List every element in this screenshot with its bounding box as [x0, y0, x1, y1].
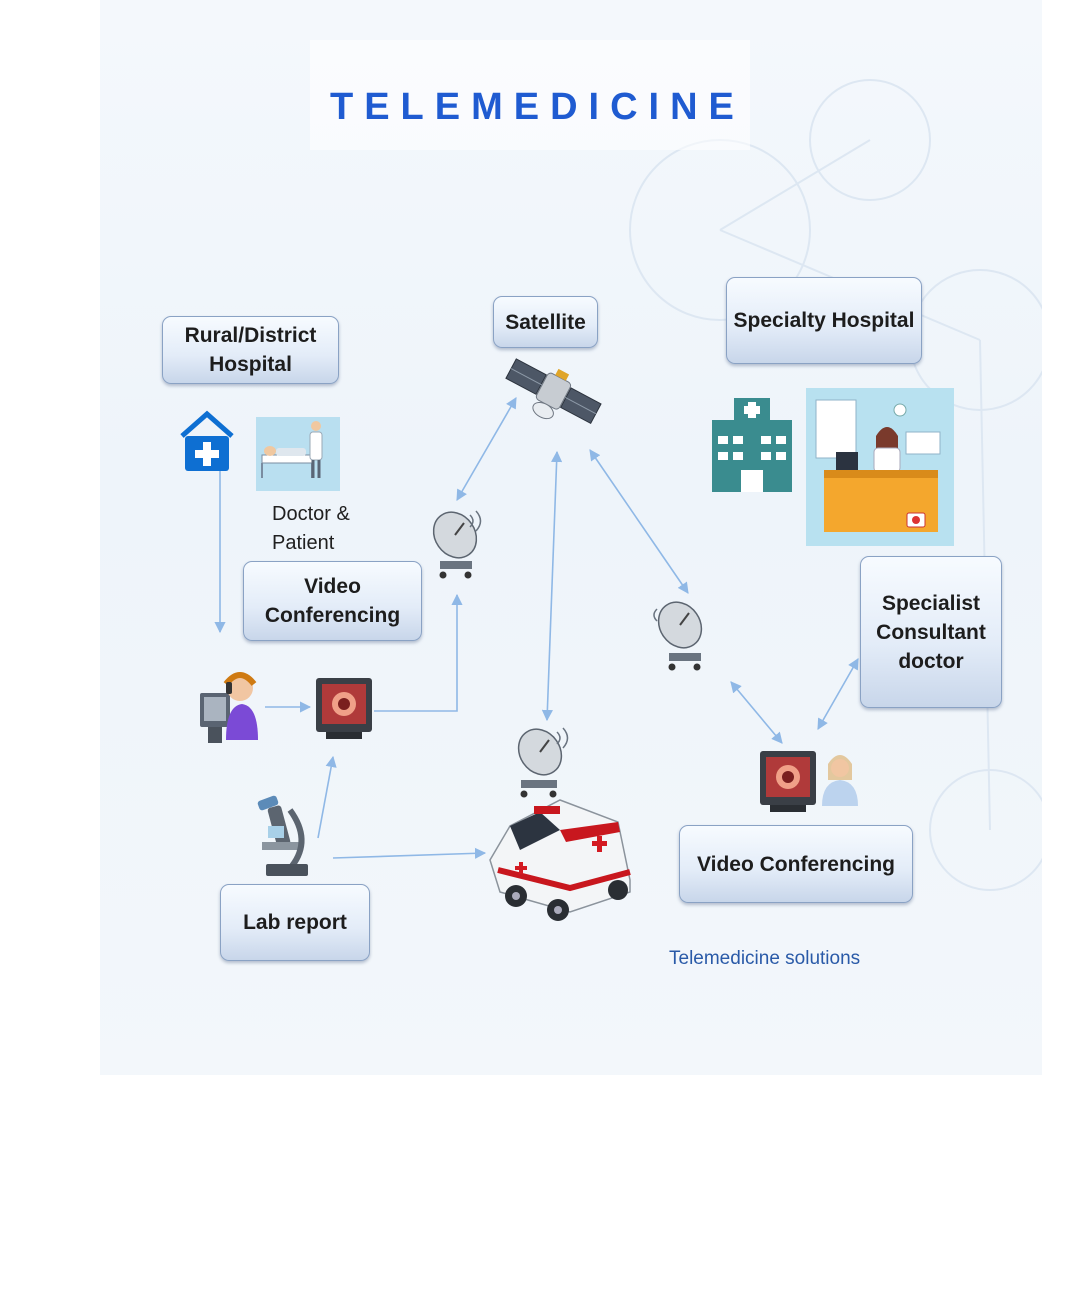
- operator-headset-icon: [200, 672, 258, 743]
- rural-hospital-box: Rural/District Hospital: [162, 316, 339, 384]
- bed-patient-icon: [256, 417, 340, 491]
- background-network-pattern: [310, 40, 1042, 891]
- video-conferencing-right-box: Video Conferencing: [679, 825, 913, 903]
- satellite-box: Satellite: [493, 296, 598, 348]
- ambulance-icon: [489, 799, 631, 921]
- satellite-dish-icon: [653, 601, 703, 671]
- specialty-hospital-box: Specialty Hospital: [726, 277, 922, 364]
- doctor-desk-icon: [806, 388, 954, 546]
- monitor-icon: [760, 751, 816, 812]
- satellite-icon: [505, 358, 602, 425]
- hospital-home-icon: [180, 410, 234, 471]
- diagram-title: TELEMEDICINE: [330, 86, 745, 128]
- lab-report-box: Lab report: [220, 884, 370, 961]
- microscope-icon: [257, 795, 308, 876]
- specialist-box: Specialist Consultant doctor: [860, 556, 1002, 708]
- video-conferencing-left-box: Video Conferencing: [243, 561, 422, 641]
- doctor-patient-caption: Doctor & Patient: [272, 503, 350, 554]
- nurse-icon: [822, 755, 858, 806]
- satellite-dish-icon: [432, 510, 482, 579]
- satellite-dish-icon: [517, 727, 569, 798]
- monitor-icon: [316, 678, 372, 739]
- footer-caption: Telemedicine solutions: [669, 948, 861, 969]
- connector-arrows: [214, 397, 859, 859]
- hospital-building-icon: [712, 398, 792, 492]
